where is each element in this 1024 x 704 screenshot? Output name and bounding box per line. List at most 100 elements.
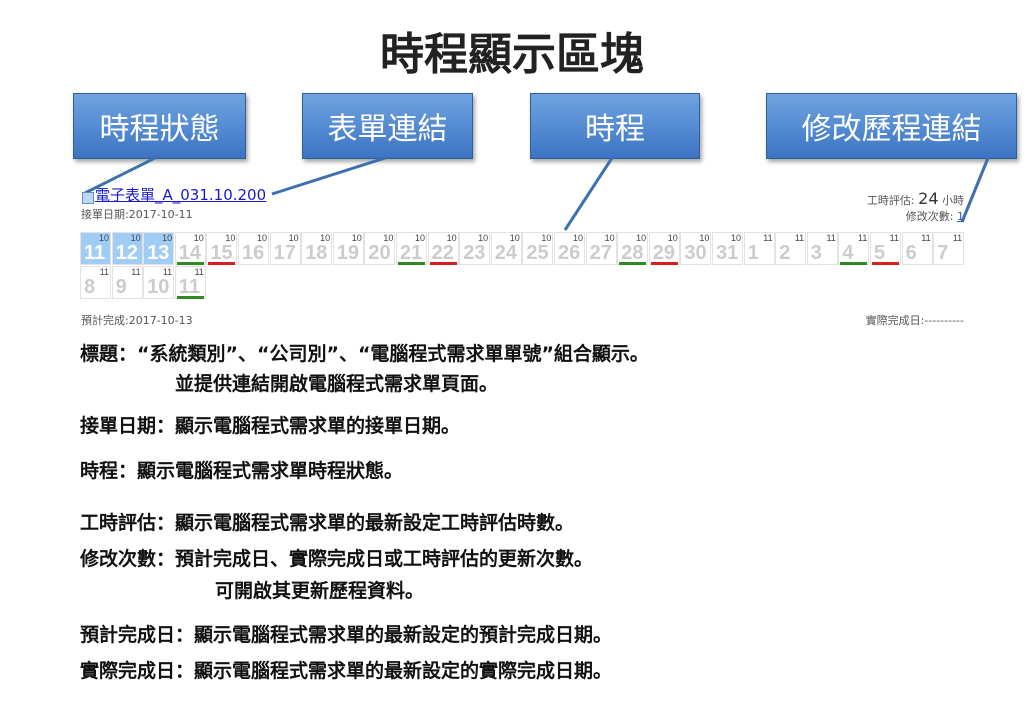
day-number: 8 xyxy=(84,276,96,298)
month-number: 10 xyxy=(572,233,583,243)
work-hour-estimate: 工時評估: 24 小時 xyxy=(867,190,964,210)
month-number: 11 xyxy=(858,233,868,243)
desc-actual: 實際完成日：顯示電腦程式需求單的最新設定的實際完成日期。 xyxy=(80,660,613,682)
month-number: 10 xyxy=(446,233,457,243)
day-number: 6 xyxy=(905,242,917,264)
month-number: 10 xyxy=(509,233,520,243)
desc-schedule: 時程：顯示電腦程式需求單時程狀態。 xyxy=(80,460,404,482)
form-link[interactable]: 電子表單_A_031.10.200 xyxy=(95,186,267,204)
callout-form-link: 表單連結 xyxy=(302,93,473,159)
day-number: 9 xyxy=(115,276,127,298)
month-number: 10 xyxy=(225,233,236,243)
month-number: 11 xyxy=(162,267,173,277)
day-number: 20 xyxy=(368,242,391,264)
day-number: 7 xyxy=(937,242,949,264)
month-number: 10 xyxy=(98,233,109,243)
month-number: 10 xyxy=(288,233,299,243)
month-number: 10 xyxy=(193,233,204,243)
calendar-day: 11 9 xyxy=(111,266,143,299)
day-number: 21 xyxy=(400,242,423,264)
red-status-bar xyxy=(429,262,457,265)
day-number: 16 xyxy=(242,242,265,264)
day-number: 26 xyxy=(558,242,581,264)
month-number: 10 xyxy=(130,233,141,243)
day-number: 24 xyxy=(494,242,518,264)
day-number: 27 xyxy=(589,242,612,264)
month-number: 10 xyxy=(604,233,615,243)
month-number: 11 xyxy=(794,233,805,243)
month-number: 11 xyxy=(921,233,931,243)
day-number: 14 xyxy=(178,242,202,264)
green-status-bar xyxy=(176,262,204,265)
callout-schedule-status: 時程狀態 xyxy=(73,93,246,159)
day-number: 18 xyxy=(305,242,328,264)
month-number: 10 xyxy=(162,233,173,243)
desc-revisions: 修改次數：預計完成日、實際完成日或工時評估的更新次數。 xyxy=(80,548,594,570)
connector-line xyxy=(84,156,156,195)
month-number: 10 xyxy=(667,233,678,243)
connector-line xyxy=(271,156,386,196)
calendar-day: 11 6 xyxy=(901,232,933,265)
green-status-bar xyxy=(619,262,647,265)
month-number: 11 xyxy=(952,233,963,243)
revision-history-link[interactable]: 1 xyxy=(957,210,964,223)
received-date: 接單日期:2017-10-11 xyxy=(81,208,193,221)
day-number: 28 xyxy=(621,242,644,264)
month-number: 11 xyxy=(131,267,141,277)
desc-planned: 預計完成日：顯示電腦程式需求單的最新設定的預計完成日期。 xyxy=(80,624,613,646)
desc-received-date: 接單日期：顯示電腦程式需求單的接單日期。 xyxy=(80,415,461,437)
month-number: 10 xyxy=(383,233,394,243)
day-number: 23 xyxy=(463,242,486,264)
month-number: 11 xyxy=(763,233,773,243)
day-number: 11 xyxy=(178,276,200,298)
month-number: 11 xyxy=(194,267,204,277)
connector-line xyxy=(563,157,614,231)
callout-schedule: 時程 xyxy=(530,93,700,159)
month-number: 10 xyxy=(320,233,331,243)
desc-revisions-cont: 可開啟其更新歷程資料。 xyxy=(215,580,425,602)
day-number: 17 xyxy=(273,242,296,264)
day-number: 2 xyxy=(779,242,791,264)
desc-title: 標題：“系統類別”、“公司別”、“電腦程式需求單單號”組合顯示。 xyxy=(80,343,649,365)
month-number: 10 xyxy=(699,233,710,243)
connector-line xyxy=(960,157,990,223)
callout-revision-history-link: 修改歷程連結 xyxy=(766,93,1017,159)
slide-title: 時程顯示區塊 xyxy=(380,29,644,80)
desc-title-cont: 並提供連結開啟電腦程式需求單頁面。 xyxy=(175,373,499,395)
day-number: 1 xyxy=(747,242,759,264)
actual-completion: 實際完成日:---------- xyxy=(865,314,964,327)
green-status-bar xyxy=(176,296,204,299)
month-number: 10 xyxy=(730,233,741,243)
day-number: 19 xyxy=(336,242,360,264)
day-number: 11 xyxy=(84,242,106,264)
day-number: 22 xyxy=(431,242,454,264)
day-number: 25 xyxy=(526,242,549,264)
red-status-bar xyxy=(650,262,678,265)
green-status-bar xyxy=(840,262,868,265)
day-number: 29 xyxy=(652,242,676,264)
planned-completion: 預計完成:2017-10-13 xyxy=(81,314,193,327)
month-number: 10 xyxy=(478,233,489,243)
day-number: 5 xyxy=(874,242,886,264)
